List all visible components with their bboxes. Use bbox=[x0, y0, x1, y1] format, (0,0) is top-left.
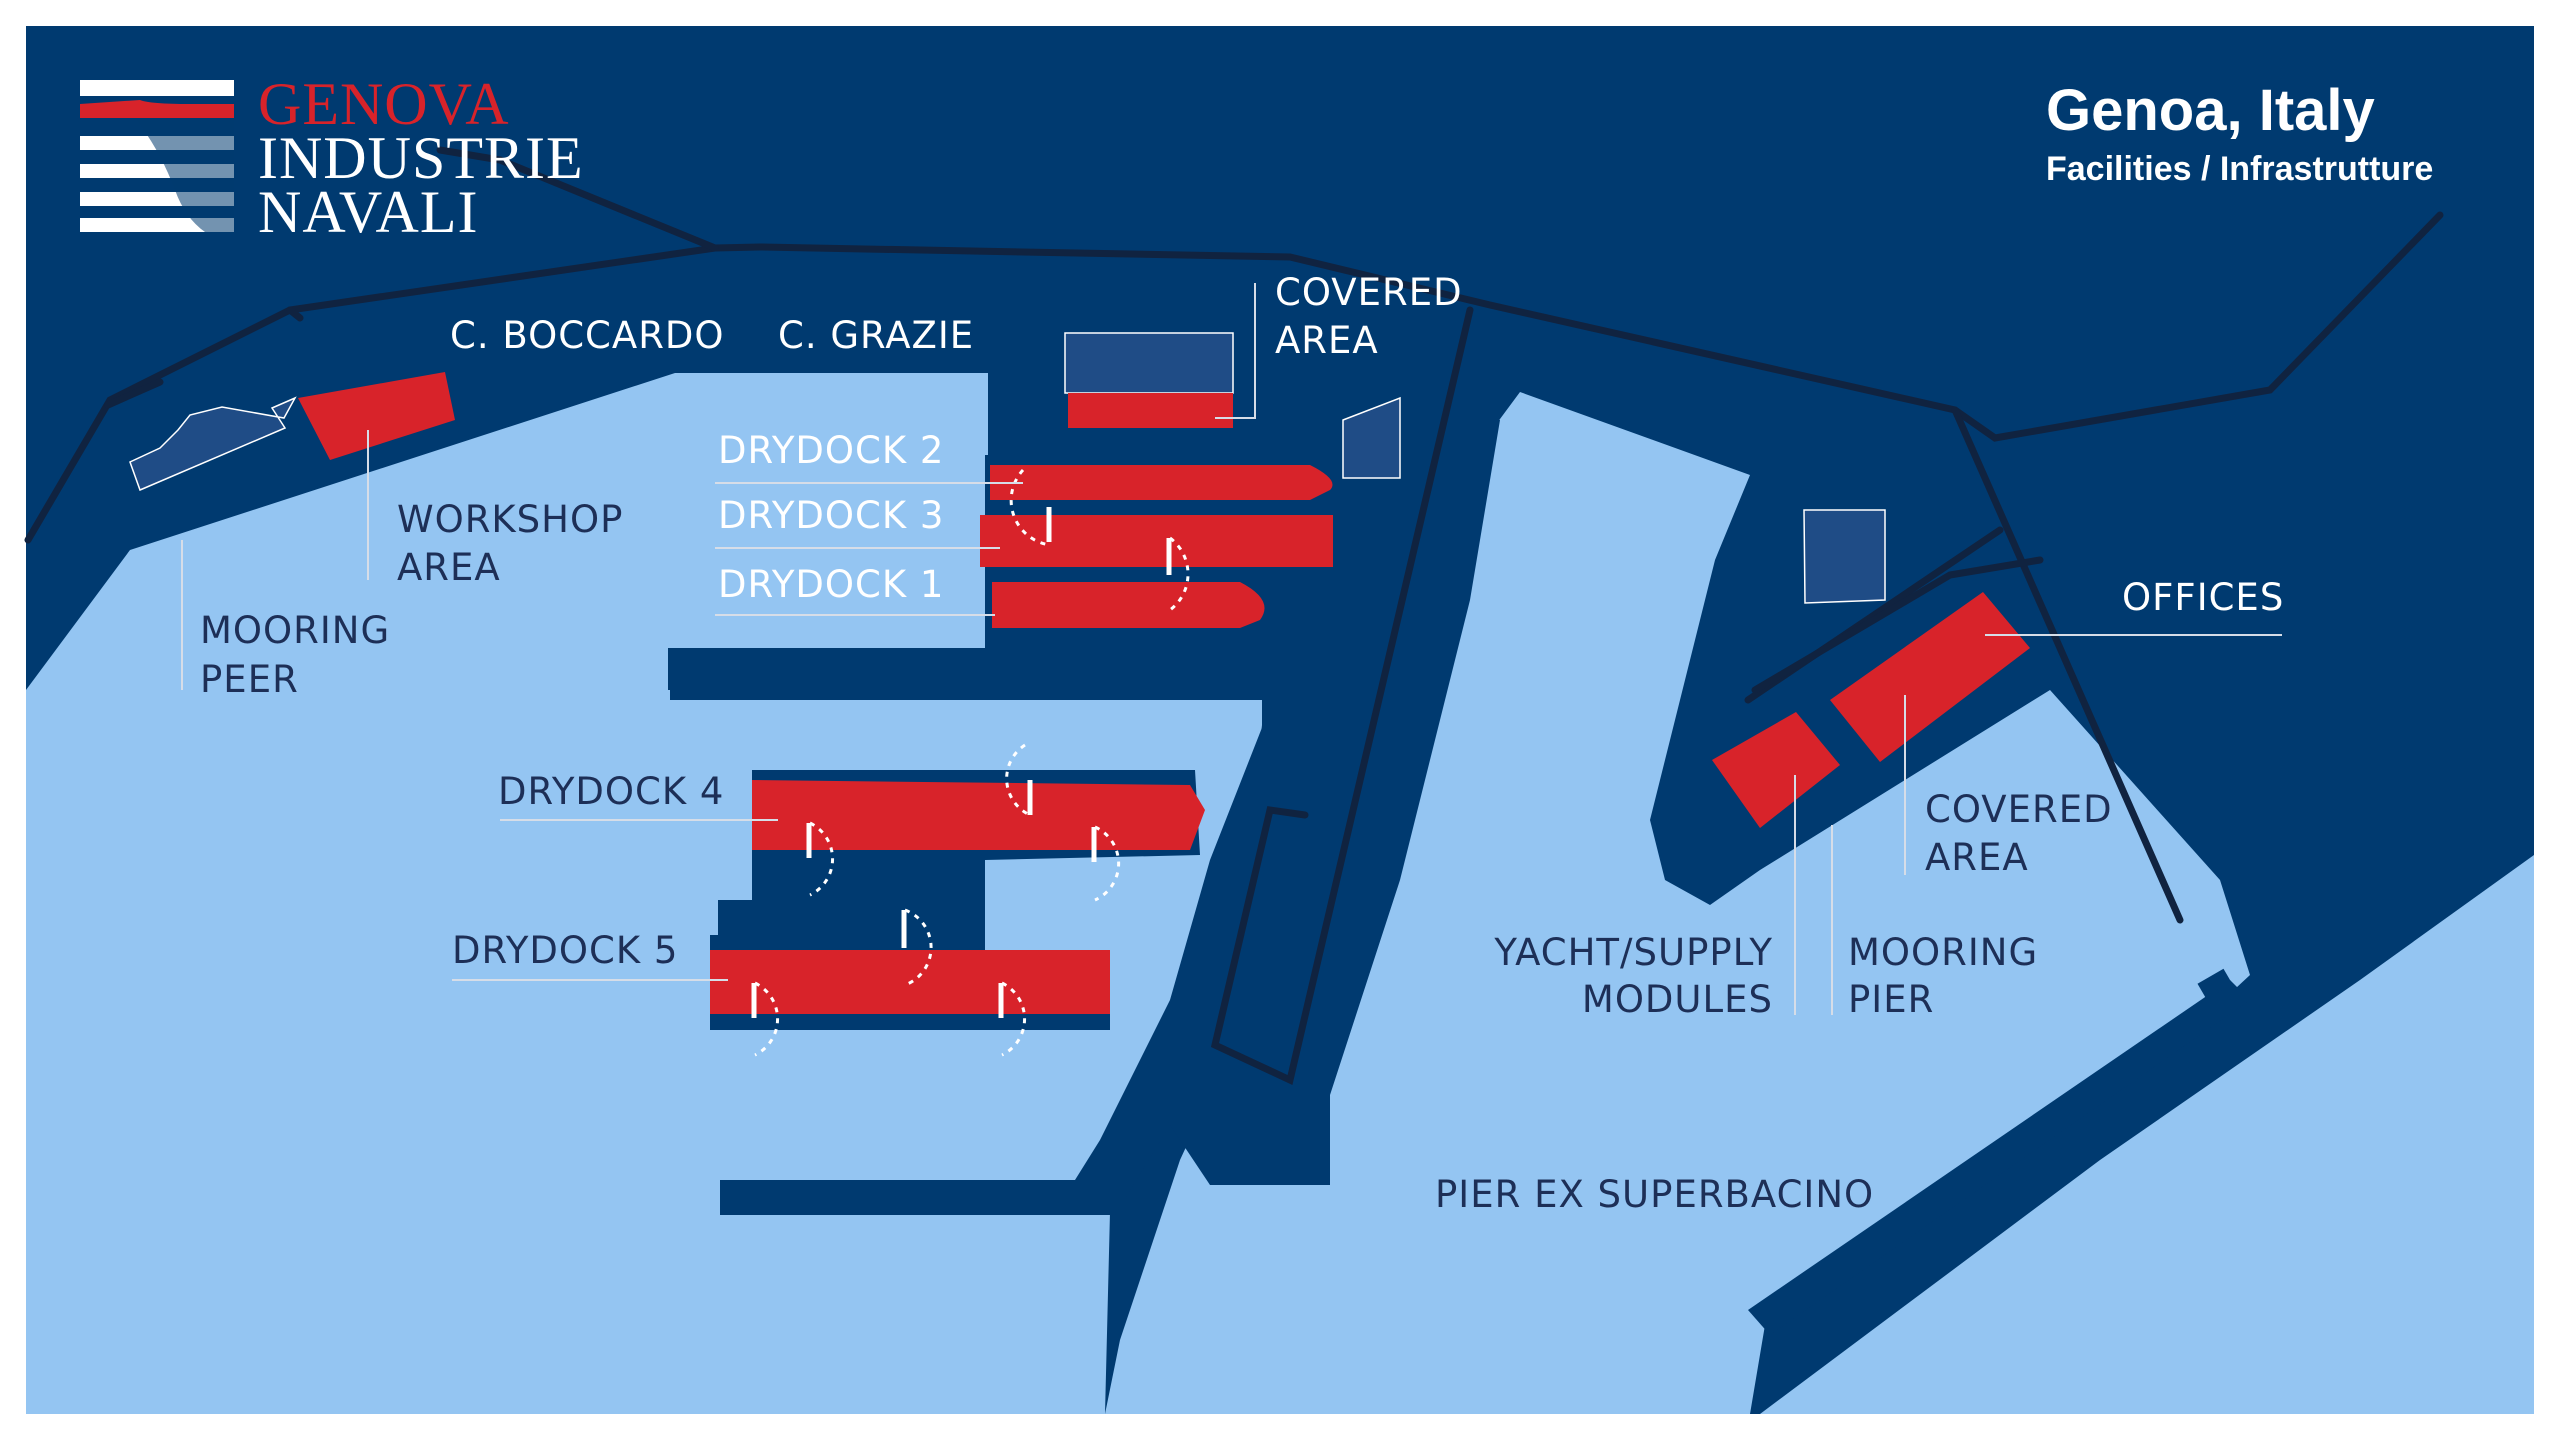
label-drydock-2: DRYDOCK 2 bbox=[718, 429, 944, 472]
workshop-area[interactable] bbox=[298, 372, 455, 460]
drydock-3[interactable] bbox=[980, 515, 1333, 567]
leader-lines bbox=[181, 283, 2282, 1015]
logo-line-genova: GENOVA bbox=[258, 71, 510, 137]
building-small-central bbox=[1342, 396, 1401, 479]
label-mooring-pier-1: MOORING bbox=[1848, 931, 2038, 974]
label-drydock-1: DRYDOCK 1 bbox=[718, 563, 944, 606]
open-sea bbox=[1760, 855, 2534, 1414]
label-covered-area-top-1: COVERED bbox=[1275, 271, 1463, 314]
label-mooring-peer-1: MOORING bbox=[200, 609, 390, 652]
label-c-boccardo: C. BOCCARDO bbox=[450, 314, 725, 357]
harbour-basin-west bbox=[26, 373, 1262, 1414]
label-drydock-3: DRYDOCK 3 bbox=[718, 494, 944, 537]
buildings bbox=[129, 332, 1886, 604]
cranes bbox=[751, 468, 1190, 1057]
logo-line-industrie: INDUSTRIE bbox=[258, 125, 584, 191]
drydock-1[interactable] bbox=[992, 582, 1265, 628]
covered-area-top[interactable] bbox=[1068, 393, 1233, 428]
building-east-yard bbox=[1803, 509, 1886, 604]
label-covered-area-right-2: AREA bbox=[1925, 836, 2029, 879]
label-workshop-1: WORKSHOP bbox=[397, 498, 623, 541]
logo-wave-mark bbox=[80, 80, 234, 232]
label-drydock-4: DRYDOCK 4 bbox=[498, 770, 724, 813]
building-mooring-peer bbox=[129, 396, 297, 492]
label-workshop-2: AREA bbox=[397, 546, 501, 589]
label-covered-area-top-2: AREA bbox=[1275, 319, 1379, 362]
logo-line-navali: NAVALI bbox=[258, 179, 478, 245]
label-mooring-pier-2: PIER bbox=[1848, 978, 1934, 1021]
label-mooring-peer-2: PEER bbox=[200, 658, 299, 701]
drydock-2[interactable] bbox=[990, 465, 1333, 500]
pier-ex-superbacino bbox=[1748, 980, 2250, 1335]
company-logo: GENOVA INDUSTRIE NAVALI bbox=[80, 71, 584, 245]
label-offices: OFFICES bbox=[2122, 576, 2284, 619]
map-subtitle: Facilities / Infrastrutture bbox=[2046, 150, 2433, 188]
label-yacht-1: YACHT/SUPPLY bbox=[1493, 931, 1773, 974]
label-c-grazie: C. GRAZIE bbox=[778, 314, 974, 357]
label-pier-ex-superbacino: PIER EX SUPERBACINO bbox=[1435, 1173, 1874, 1216]
label-yacht-2: MODULES bbox=[1582, 978, 1773, 1021]
yacht-supply-modules[interactable] bbox=[1712, 712, 1840, 828]
label-covered-area-right-1: COVERED bbox=[1925, 788, 2113, 831]
map-title: Genoa, Italy bbox=[2046, 78, 2375, 143]
road-network bbox=[24, 146, 2444, 1085]
drydock-4[interactable] bbox=[752, 780, 1205, 850]
pier-ex-head bbox=[2197, 968, 2233, 1000]
building-covered-area-top bbox=[1064, 332, 1234, 394]
label-drydock-5: DRYDOCK 5 bbox=[452, 929, 678, 972]
offices-building[interactable] bbox=[1830, 592, 2030, 762]
